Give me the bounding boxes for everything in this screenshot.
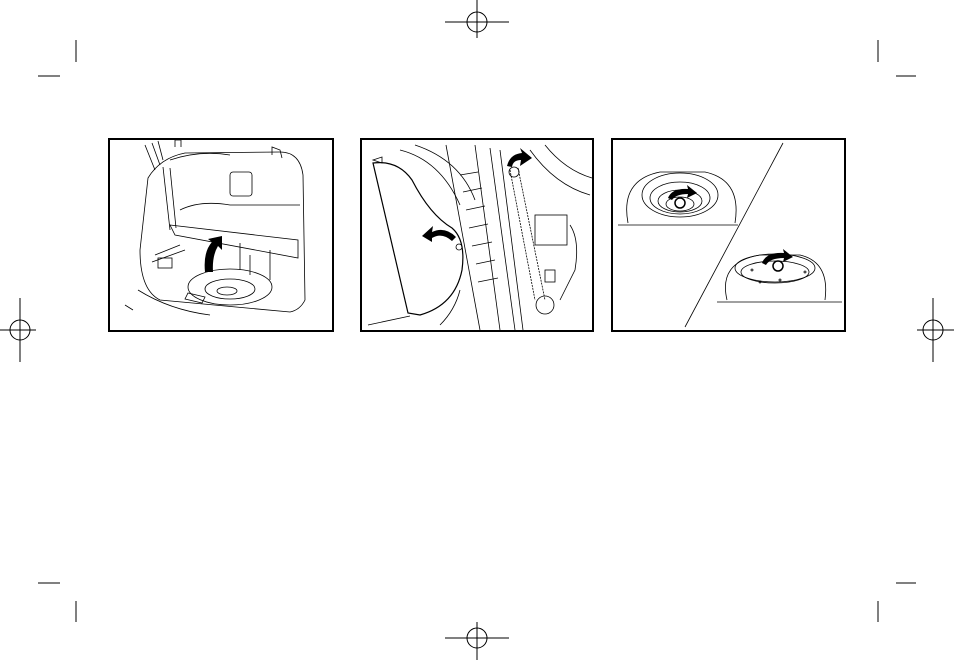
registration-mark-top bbox=[445, 0, 509, 38]
figure-1 bbox=[109, 139, 333, 331]
registration-mark-bottom bbox=[445, 622, 509, 660]
figure-2 bbox=[361, 139, 593, 331]
registration-mark-left bbox=[0, 298, 36, 362]
registration-mark-right bbox=[917, 298, 954, 362]
figure-3 bbox=[612, 139, 845, 331]
